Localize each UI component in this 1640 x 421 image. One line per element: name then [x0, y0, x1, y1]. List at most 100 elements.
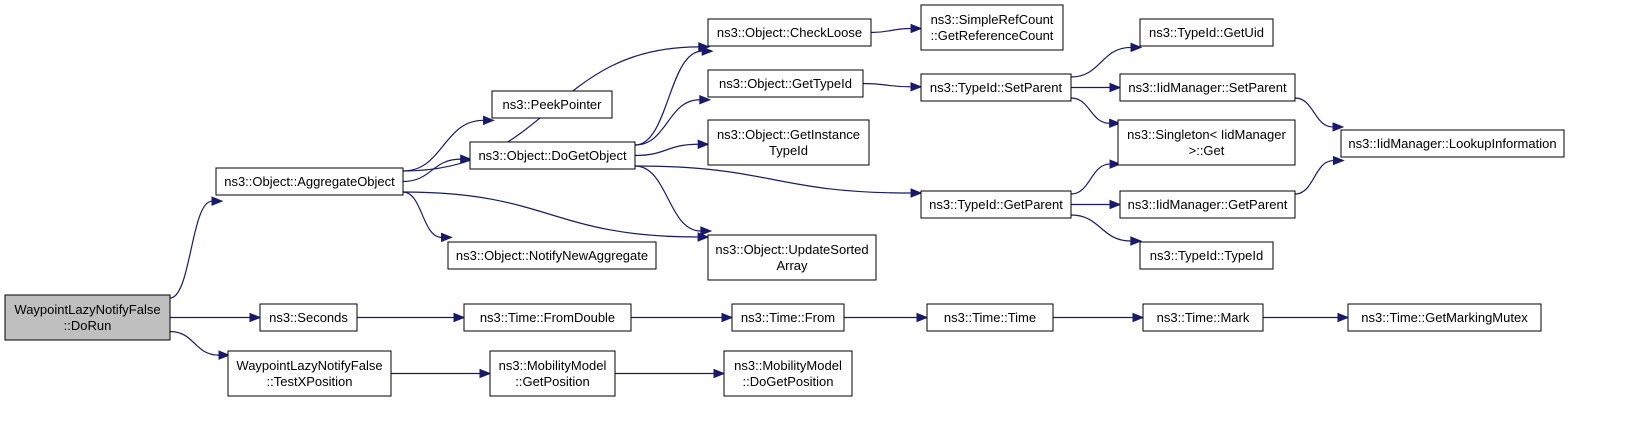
node-getmutex[interactable]: ns3::Time::GetMarkingMutex [1347, 303, 1542, 332]
node-label: ns3::Time::Mark [1157, 310, 1250, 325]
node-label: ns3::Seconds [269, 310, 348, 325]
node-label: ns3::Time::GetMarkingMutex [1361, 310, 1528, 325]
node-gettypeid[interactable]: ns3::Object::GetTypeId [707, 69, 864, 98]
edge-line [402, 119, 484, 172]
edge-iidget-to-lookup [1294, 155, 1345, 195]
node-box[interactable] [4, 294, 171, 341]
edge-arrowhead [1109, 82, 1122, 93]
node-mobgetpos[interactable]: ns3::MobilityModel::GetPosition [489, 350, 616, 397]
edge-line [1070, 46, 1132, 78]
node-setparent[interactable]: ns3::TypeId::SetParent [920, 73, 1072, 102]
node-dogetobj[interactable]: ns3::Object::DoGetObject [469, 141, 636, 170]
node-mobdogetpos[interactable]: ns3::MobilityModel::DoGetPosition [723, 350, 853, 397]
node-testx[interactable]: WaypointLazyNotifyFalse::TestXPosition [227, 350, 392, 397]
edge-arrowhead [479, 368, 492, 379]
edge-arrowhead [721, 312, 734, 323]
edge-line [1070, 97, 1110, 124]
node-typeidctor[interactable]: ns3::TypeId::TypeId [1139, 241, 1274, 270]
node-label: Array [776, 258, 808, 273]
edge-arrowhead [441, 232, 453, 243]
edge-time-to-mark [1053, 312, 1145, 323]
node-box[interactable] [731, 303, 845, 332]
node-singleton[interactable]: ns3::Singleton< IidManager>::Get [1117, 119, 1296, 166]
edge-arrowhead [1109, 118, 1121, 129]
node-box[interactable] [1139, 18, 1274, 47]
node-box[interactable] [707, 69, 864, 98]
node-box[interactable] [920, 4, 1064, 51]
node-checkloose[interactable]: ns3::Object::CheckLoose [707, 18, 872, 47]
edge-arrowhead [916, 312, 929, 323]
node-box[interactable] [469, 141, 636, 170]
edge-line [634, 165, 912, 194]
node-box[interactable] [1347, 303, 1542, 332]
edge-arrowhead [910, 23, 923, 34]
edge-dogetobj-to-updsorted [634, 165, 713, 236]
node-label: ns3::Object::GetInstance [717, 127, 860, 142]
edge-getparent-to-typeidctor [1070, 214, 1143, 246]
node-box[interactable] [1142, 303, 1264, 332]
node-box[interactable] [707, 18, 872, 47]
node-box[interactable] [227, 350, 392, 397]
node-aggregate[interactable]: ns3::Object::AggregateObject [215, 167, 404, 196]
node-box[interactable] [1117, 119, 1296, 166]
node-box[interactable] [920, 73, 1072, 102]
edge-arrowhead [1132, 312, 1145, 323]
edge-arrowhead [713, 368, 726, 379]
node-label: ns3::IidManager::LookupInformation [1348, 136, 1556, 151]
node-box[interactable] [920, 190, 1072, 219]
node-box[interactable] [463, 303, 632, 332]
node-lookup[interactable]: ns3::IidManager::LookupInformation [1340, 129, 1565, 158]
node-label: ns3::TypeId::SetParent [930, 80, 1063, 95]
edge-arrowhead [1332, 122, 1345, 132]
node-label: >::Get [1189, 143, 1225, 158]
node-label: ::GetPosition [515, 374, 589, 389]
edge-iidset-to-lookup [1294, 97, 1345, 132]
node-box[interactable] [259, 303, 358, 332]
node-simpleref[interactable]: ns3::SimpleRefCount::GetReferenceCount [920, 4, 1064, 51]
node-mark[interactable]: ns3::Time::Mark [1142, 303, 1264, 332]
node-getparent[interactable]: ns3::TypeId::GetParent [920, 190, 1072, 219]
node-box[interactable] [707, 234, 877, 281]
node-label: ns3::MobilityModel [734, 358, 842, 373]
edge-aggregate-to-updsorted [402, 191, 710, 242]
node-iidset[interactable]: ns3::IidManager::SetParent [1119, 73, 1296, 102]
edge-line [634, 143, 699, 157]
node-label: ::TestXPosition [267, 374, 353, 389]
edge-arrowhead [1130, 42, 1143, 53]
node-notifynew[interactable]: ns3::Object::NotifyNewAggregate [447, 241, 657, 270]
node-label: TypeId [769, 143, 808, 158]
node-box[interactable] [1119, 73, 1296, 102]
node-getuid[interactable]: ns3::TypeId::GetUid [1139, 18, 1274, 47]
node-label: WaypointLazyNotifyFalse [14, 302, 160, 317]
node-box[interactable] [489, 350, 616, 397]
node-fromdouble[interactable]: ns3::Time::FromDouble [463, 303, 632, 332]
node-box[interactable] [1119, 190, 1296, 219]
node-box[interactable] [707, 119, 870, 166]
node-peek[interactable]: ns3::PeekPointer [491, 90, 613, 119]
edge-line [402, 158, 461, 183]
node-box[interactable] [1340, 129, 1565, 158]
node-box[interactable] [215, 167, 404, 196]
node-box[interactable] [1139, 241, 1274, 270]
node-from[interactable]: ns3::Time::From [731, 303, 845, 332]
node-seconds[interactable]: ns3::Seconds [259, 303, 358, 332]
edge-line [634, 50, 703, 146]
node-box[interactable] [491, 90, 613, 119]
edge-mark-to-getmutex [1263, 312, 1350, 323]
nodes-layer: WaypointLazyNotifyFalse::DoRun ns3::Objec… [4, 4, 1565, 397]
edge-arrowhead [453, 312, 466, 323]
node-box[interactable] [723, 350, 853, 397]
edge-line [402, 191, 699, 238]
node-iidget[interactable]: ns3::IidManager::GetParent [1119, 190, 1296, 219]
node-box[interactable] [447, 241, 657, 270]
node-box[interactable] [926, 303, 1054, 332]
edge-from-to-time [844, 312, 929, 323]
edge-arrowhead [1332, 155, 1345, 166]
edge-arrowhead [910, 188, 923, 198]
edge-arrowhead [910, 82, 923, 92]
node-root[interactable]: WaypointLazyNotifyFalse::DoRun [4, 294, 171, 341]
node-time[interactable]: ns3::Time::Time [926, 303, 1054, 332]
